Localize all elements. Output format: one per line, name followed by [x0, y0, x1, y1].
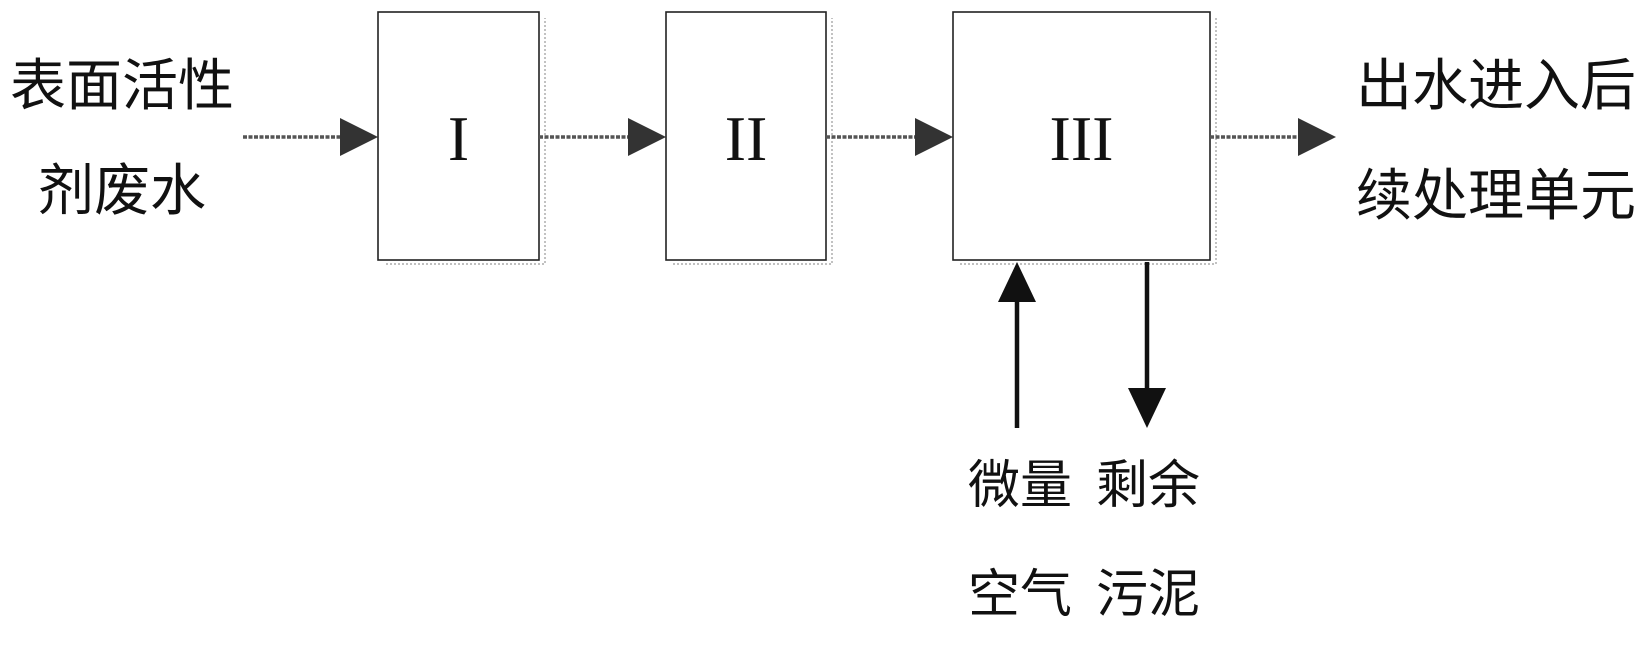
sludge-output-label-line2: 污泥: [1096, 565, 1200, 625]
input-label: 表面活性 剂废水: [10, 54, 234, 224]
arrow-stage-2-to-stage-3: [826, 118, 953, 156]
arrow-head-icon: [915, 118, 953, 156]
arrow-input-to-stage-1: [243, 118, 378, 156]
arrow-sludge-out-of-stage-3: [1128, 262, 1166, 428]
output-label: 出水进入后 续处理单元: [1356, 54, 1636, 229]
sludge-output-label: 剩余 污泥: [1096, 456, 1200, 625]
output-label-line2: 续处理单元: [1356, 164, 1636, 229]
input-label-line1: 表面活性: [10, 54, 234, 119]
arrow-head-icon: [1128, 388, 1166, 428]
sludge-output-label-line1: 剩余: [1096, 456, 1200, 516]
stage-1-label: I: [448, 103, 469, 174]
stage-2-box: II: [665, 11, 833, 265]
arrow-head-icon: [1298, 118, 1336, 156]
stage-2-label: II: [725, 103, 768, 174]
input-label-line2: 剂废水: [38, 159, 206, 224]
stage-3-label: III: [1050, 103, 1114, 174]
stage-3-shadow: [960, 18, 1217, 265]
arrow-air-into-stage-3: [998, 262, 1036, 428]
stage-2-shadow: [673, 18, 833, 265]
arrow-stage-3-to-output: [1210, 118, 1336, 156]
air-input-label: 微量 空气: [968, 456, 1072, 625]
arrow-head-icon: [628, 118, 666, 156]
stage-1-box: I: [377, 11, 546, 265]
stage-2-frame: [665, 11, 827, 261]
arrow-head-icon: [340, 118, 378, 156]
output-label-line1: 出水进入后: [1356, 54, 1636, 119]
arrow-stage-1-to-stage-2: [539, 118, 666, 156]
stage-3-frame: [952, 11, 1211, 261]
air-input-label-line2: 空气: [968, 565, 1072, 625]
stage-1-frame: [377, 11, 540, 261]
arrow-head-icon: [998, 262, 1036, 302]
stage-3-box: III: [952, 11, 1217, 265]
stage-1-shadow: [386, 18, 546, 265]
air-input-label-line1: 微量: [968, 456, 1072, 516]
